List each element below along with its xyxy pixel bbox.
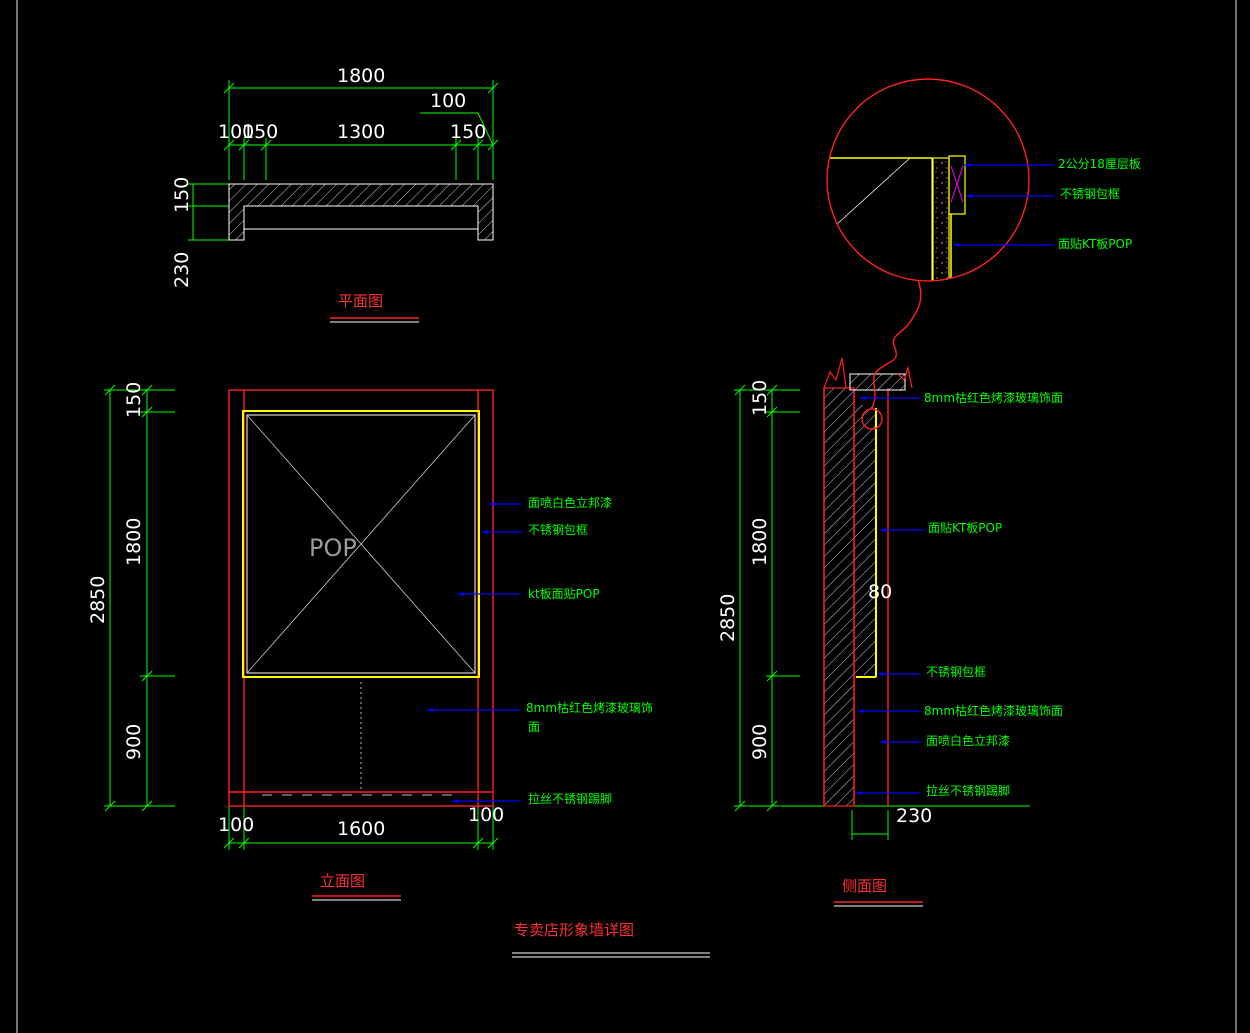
elevation-dim-100-right: 100 xyxy=(468,804,504,826)
side-title: 侧面图 xyxy=(842,877,887,895)
detail-note-kt: 面贴KT板POP xyxy=(1058,237,1132,251)
elevation-note-glass-1: 8mm枯红色烤漆玻璃饰 xyxy=(526,700,653,715)
detail-circle: 2公分18厘层板 不锈钢包框 面贴KT板POP xyxy=(826,78,1141,282)
plan-dim-1300: 1300 xyxy=(337,121,385,143)
plan-dim-1800: 1800 xyxy=(337,65,385,87)
elevation-dim-900: 900 xyxy=(123,724,145,760)
side-view: 8mm枯红色烤漆玻璃饰面 面贴KT板POP 不锈钢包框 8mm枯红色烤漆玻璃饰面… xyxy=(717,78,1141,907)
side-note-skirting: 拉丝不锈钢踢脚 xyxy=(926,783,1010,798)
detail-note-frame: 不锈钢包框 xyxy=(1060,187,1120,201)
detail-note-plywood: 2公分18厘层板 xyxy=(1058,157,1141,171)
side-dim-80: 80 xyxy=(868,581,892,603)
plan-view: 1800 100 100 150 1300 150 150 230 平面图 xyxy=(171,65,499,323)
elevation-title: 立面图 xyxy=(320,872,365,890)
side-dim-900: 900 xyxy=(749,724,771,760)
side-dim-2850: 2850 xyxy=(717,594,739,642)
side-note-kt: 面贴KT板POP xyxy=(928,521,1002,535)
elevation-dim-2850: 2850 xyxy=(87,576,109,624)
plan-dim-230-height: 230 xyxy=(171,252,193,288)
plan-dim-100-top: 100 xyxy=(430,90,466,112)
plan-dim-150-left: 150 xyxy=(242,121,278,143)
side-dim-150: 150 xyxy=(749,380,771,416)
drawing-title: 专卖店形象墙详图 xyxy=(514,921,634,939)
side-note-glass-mid: 8mm枯红色烤漆玻璃饰面 xyxy=(924,703,1063,718)
elevation-note-glass-2: 面 xyxy=(528,720,540,734)
elevation-note-skirting: 拉丝不锈钢踢脚 xyxy=(528,791,612,806)
elevation-pop-label: POP xyxy=(309,534,357,562)
side-note-glass-top: 8mm枯红色烤漆玻璃饰面 xyxy=(924,390,1063,405)
side-dim-1800: 1800 xyxy=(749,518,771,566)
elevation-dim-150: 150 xyxy=(123,382,145,418)
plan-title: 平面图 xyxy=(338,292,383,310)
plan-dim-100-left: 100 xyxy=(218,121,254,143)
plan-dim-150-height: 150 xyxy=(171,177,193,213)
elevation-dim-1600: 1600 xyxy=(337,818,385,840)
elevation-dim-1800: 1800 xyxy=(123,518,145,566)
elevation-dim-100-left: 100 xyxy=(218,814,254,836)
elevation-view: POP 面喷白色立邦漆 不锈钢包框 kt板面贴POP 8mm枯红色烤漆玻璃饰 面… xyxy=(87,382,653,901)
plan-dim-150-right: 150 xyxy=(450,121,486,143)
side-dim-230: 230 xyxy=(896,805,932,827)
side-note-frame: 不锈钢包框 xyxy=(926,665,986,679)
side-note-paint: 面喷白色立邦漆 xyxy=(926,733,1010,748)
elevation-note-kt: kt板面贴POP xyxy=(528,587,600,601)
elevation-note-paint: 面喷白色立邦漆 xyxy=(528,495,612,510)
drawing-title-block: 专卖店形象墙详图 xyxy=(512,921,710,958)
elevation-note-frame: 不锈钢包框 xyxy=(528,523,588,537)
